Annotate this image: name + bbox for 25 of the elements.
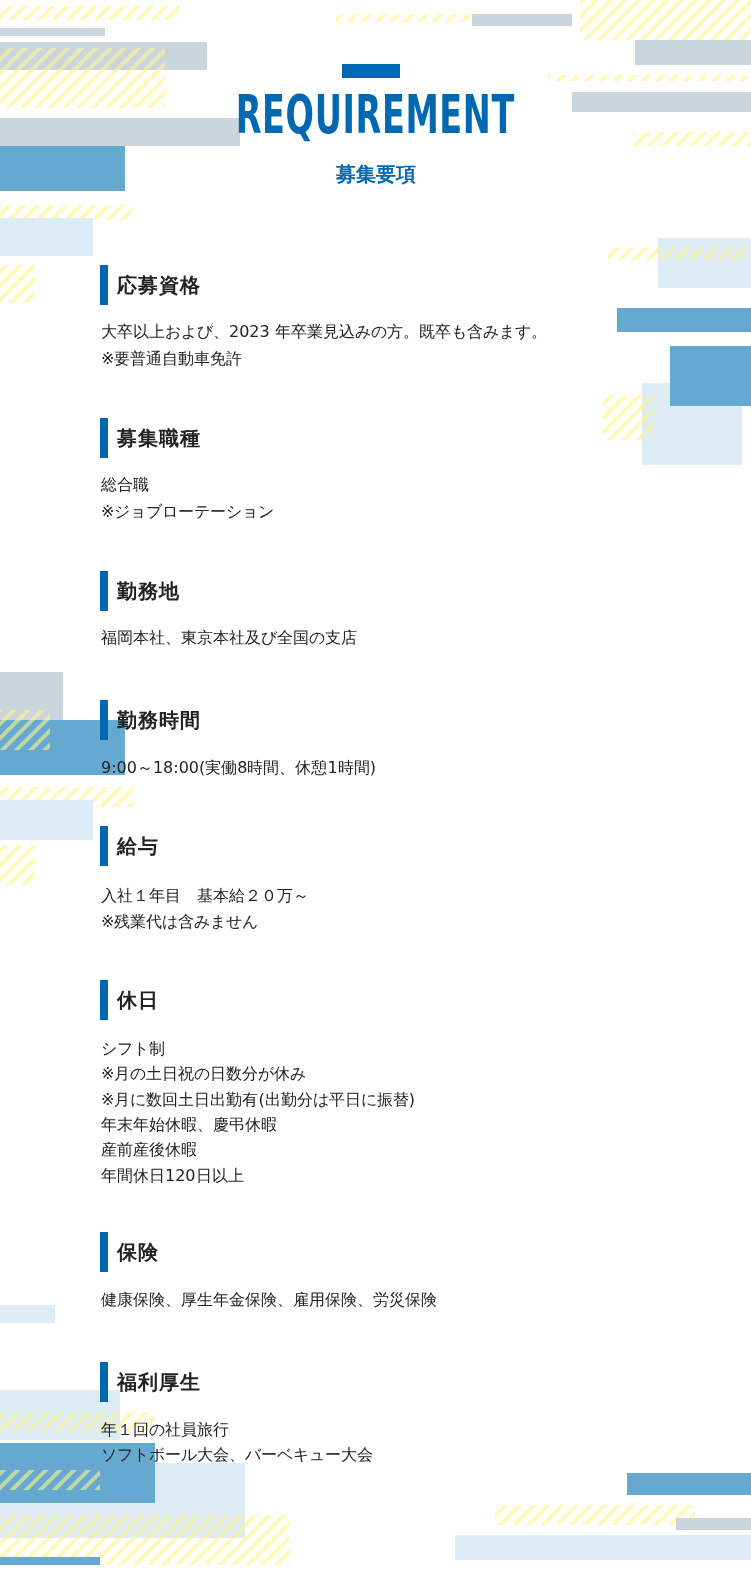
body-text: ※ジョブローテーション (101, 502, 275, 522)
page-title: REQUIREMENT (234, 88, 516, 142)
section-heading: 給与 (117, 834, 159, 858)
body-text: 大卒以上および、2023 年卒業見込みの方。既卒も含みます。 (101, 322, 547, 342)
body-text: 入社１年目 基本給２０万～ (101, 886, 309, 906)
section-heading: 勤務時間 (117, 708, 201, 732)
subtitle: 募集要項 (334, 162, 417, 186)
section-heading: 募集職種 (117, 426, 201, 450)
body-text: ※月に数回土日出勤有(出勤分は平日に振替) (101, 1090, 415, 1110)
body-text: 福岡本社、東京本社及び全国の支店 (101, 628, 357, 648)
body-text: ※月の土日祝の日数分が休み (101, 1064, 307, 1084)
section-heading: 応募資格 (117, 273, 201, 297)
body-text: 総合職 (101, 475, 149, 495)
body-text: ※残業代は含みません (101, 912, 259, 932)
section-heading: 休日 (117, 988, 159, 1012)
body-text: ※要普通自動車免許 (101, 349, 243, 369)
body-text: シフト制 (101, 1039, 165, 1059)
section-heading: 保険 (117, 1240, 159, 1264)
body-text: 年末年始休暇、慶弔休暇 (101, 1115, 277, 1135)
body-text: 年間休日120日以上 (101, 1166, 244, 1186)
body-text: 健康保険、厚生年金保険、雇用保険、労災保険 (101, 1290, 437, 1310)
section-heading: 福利厚生 (117, 1370, 201, 1394)
body-text: 産前産後休暇 (101, 1140, 197, 1160)
body-text: 年１回の社員旅行 (101, 1420, 229, 1440)
section-heading: 勤務地 (117, 579, 180, 603)
